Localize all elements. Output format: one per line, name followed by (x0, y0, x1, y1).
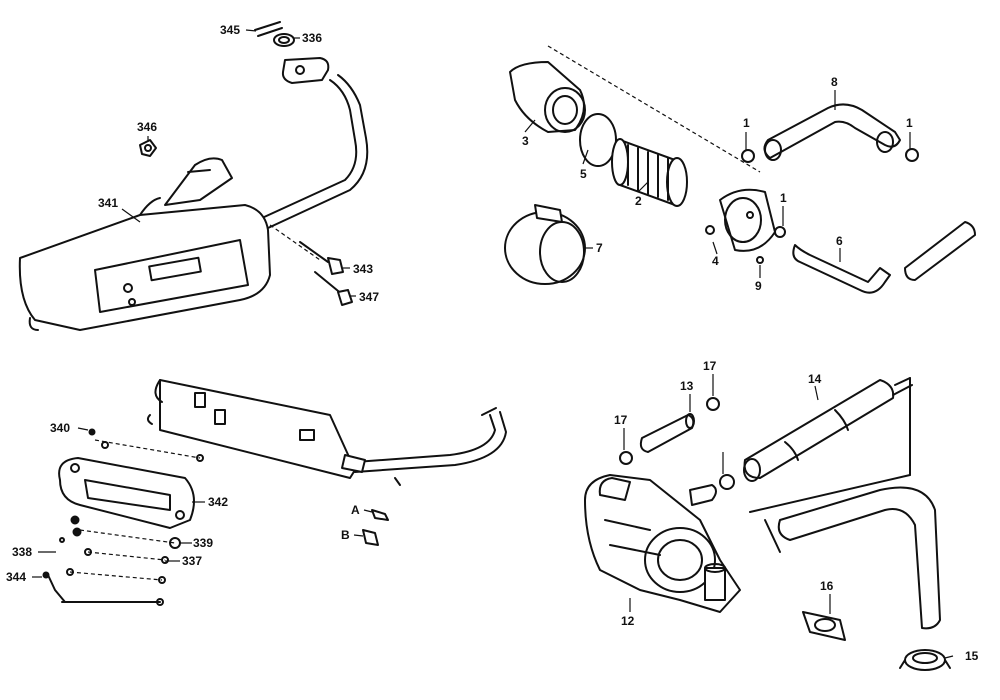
air-valve-parts (584, 377, 951, 671)
label-342: 342 (208, 495, 228, 509)
label-14: 14 (808, 372, 822, 386)
label-5: 5 (580, 167, 587, 181)
label-336: 336 (302, 31, 322, 45)
label-B: B (341, 528, 350, 542)
label-3: 3 (522, 134, 529, 148)
label-345: 345 (220, 23, 240, 37)
label-12: 12 (621, 614, 635, 628)
label-4: 4 (712, 254, 719, 268)
muffler-assembly-top (18, 21, 369, 331)
label-339: 339 (193, 536, 213, 550)
label-1a: 1 (743, 116, 750, 130)
label-13: 13 (680, 379, 694, 393)
label-6: 6 (836, 234, 843, 248)
label-9: 9 (755, 279, 762, 293)
label-340: 340 (50, 421, 70, 435)
label-2: 2 (635, 194, 642, 208)
label-7: 7 (596, 241, 603, 255)
label-337: 337 (182, 554, 202, 568)
label-341: 341 (98, 196, 118, 210)
label-343: 343 (353, 262, 373, 276)
leader-lines (32, 29, 954, 659)
label-A: A (351, 503, 360, 517)
label-347: 347 (359, 290, 379, 304)
label-16: 16 (820, 579, 834, 593)
label-8: 8 (831, 75, 838, 89)
part-labels: 345 336 346 341 343 347 3 5 2 7 1 1 8 1 … (6, 23, 979, 663)
label-346: 346 (137, 120, 157, 134)
label-15: 15 (965, 649, 979, 663)
label-344: 344 (6, 570, 26, 584)
label-1c: 1 (780, 191, 787, 205)
label-17b: 17 (614, 413, 628, 427)
label-17a: 17 (703, 359, 717, 373)
muffler-assembly-bottom (42, 379, 507, 606)
air-cleaner-parts (504, 45, 976, 294)
label-1b: 1 (906, 116, 913, 130)
label-338: 338 (12, 545, 32, 559)
